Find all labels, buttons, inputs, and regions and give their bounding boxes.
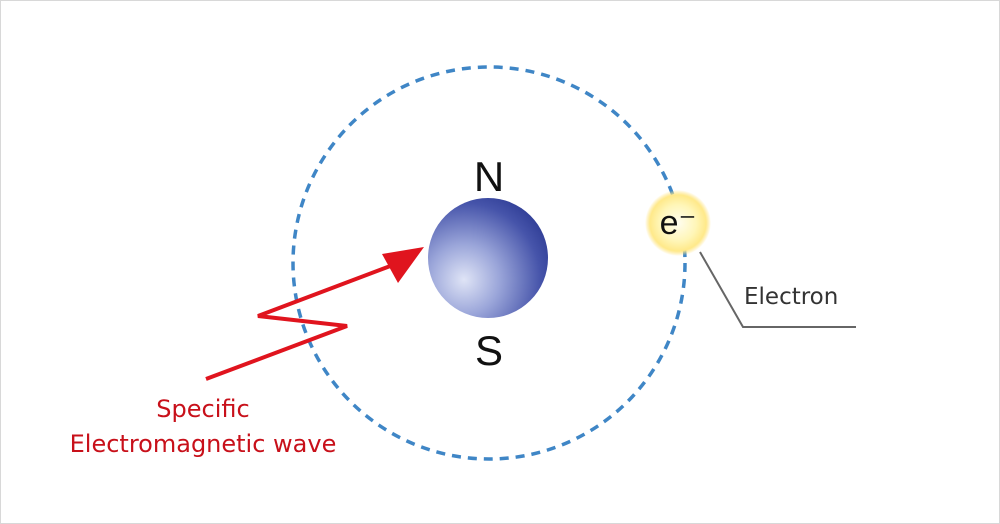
north-pole-label: N [474,153,504,200]
wave-arrowhead-icon [382,247,424,283]
nucleus-sphere-icon [428,198,548,318]
wave-label-line1: Specific [156,395,249,423]
electron-glow-icon [645,190,711,256]
electron-orbit [291,65,687,461]
wave-zigzag-icon [205,263,394,381]
south-pole-label: S [475,327,503,374]
wave-label-line2: Electromagnetic wave [70,430,337,458]
electron-callout-line [699,251,856,328]
electron-symbol: e⁻ [660,204,697,242]
electron-label: Electron [744,284,838,310]
